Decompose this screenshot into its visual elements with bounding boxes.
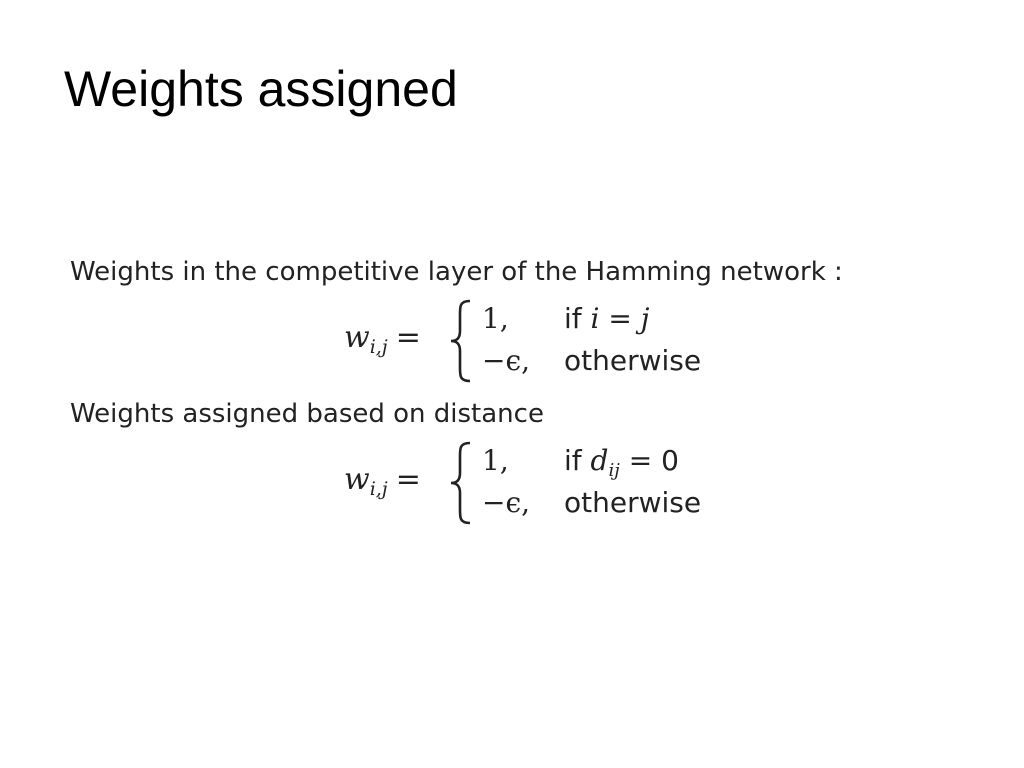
equation-cases: 1, if dij = 0 −ϵ, otherwise [482, 440, 701, 524]
case-row-1: 1, if i = j [482, 298, 701, 340]
case-value-1: 1, [482, 302, 509, 335]
case-row-2: −ϵ, otherwise [482, 340, 701, 382]
condition-rest: = 0 [619, 444, 679, 477]
equals-sign: = [395, 320, 421, 355]
hamming-weights-intro: Weights in the competitive layer of the … [70, 257, 843, 287]
distance-subscript: ij [608, 460, 620, 481]
weight-subscript: i,j [369, 336, 388, 358]
weight-symbol: w [344, 462, 370, 497]
weight-symbol: w [344, 320, 370, 355]
distance-symbol: d [590, 444, 609, 477]
equation-lhs: wi,j = [344, 462, 421, 500]
equation-cases: 1, if i = j −ϵ, otherwise [482, 298, 701, 382]
equation-lhs: wi,j = [344, 320, 421, 358]
distance-weights-equation: wi,j = 1, if dij = 0 −ϵ, otherwise [70, 440, 970, 530]
distance-weights-intro: Weights assigned based on distance [70, 399, 544, 429]
weight-subscript: i,j [369, 478, 388, 500]
hamming-weights-equation: wi,j = 1, if i = j −ϵ, otherwise [70, 298, 970, 388]
case-condition-2: otherwise [564, 486, 702, 519]
case-row-2: −ϵ, otherwise [482, 482, 701, 524]
slide-title: Weights assigned [64, 61, 458, 117]
case-condition-1: if dij = 0 [564, 440, 679, 492]
case-condition-1: if i = j [564, 298, 649, 340]
slide-content: Weights in the competitive layer of the … [70, 254, 970, 538]
case-value-1: 1, [482, 444, 509, 477]
condition-expression: i = j [590, 302, 650, 335]
case-row-1: 1, if dij = 0 [482, 440, 701, 482]
equals-sign: = [395, 462, 421, 497]
left-brace-icon [450, 441, 471, 525]
left-brace-icon [450, 299, 471, 383]
case-condition-2: otherwise [564, 344, 702, 377]
case-value-2: −ϵ, [482, 486, 531, 519]
case-value-2: −ϵ, [482, 344, 531, 377]
if-keyword: if [564, 444, 591, 477]
if-keyword: if [564, 302, 591, 335]
